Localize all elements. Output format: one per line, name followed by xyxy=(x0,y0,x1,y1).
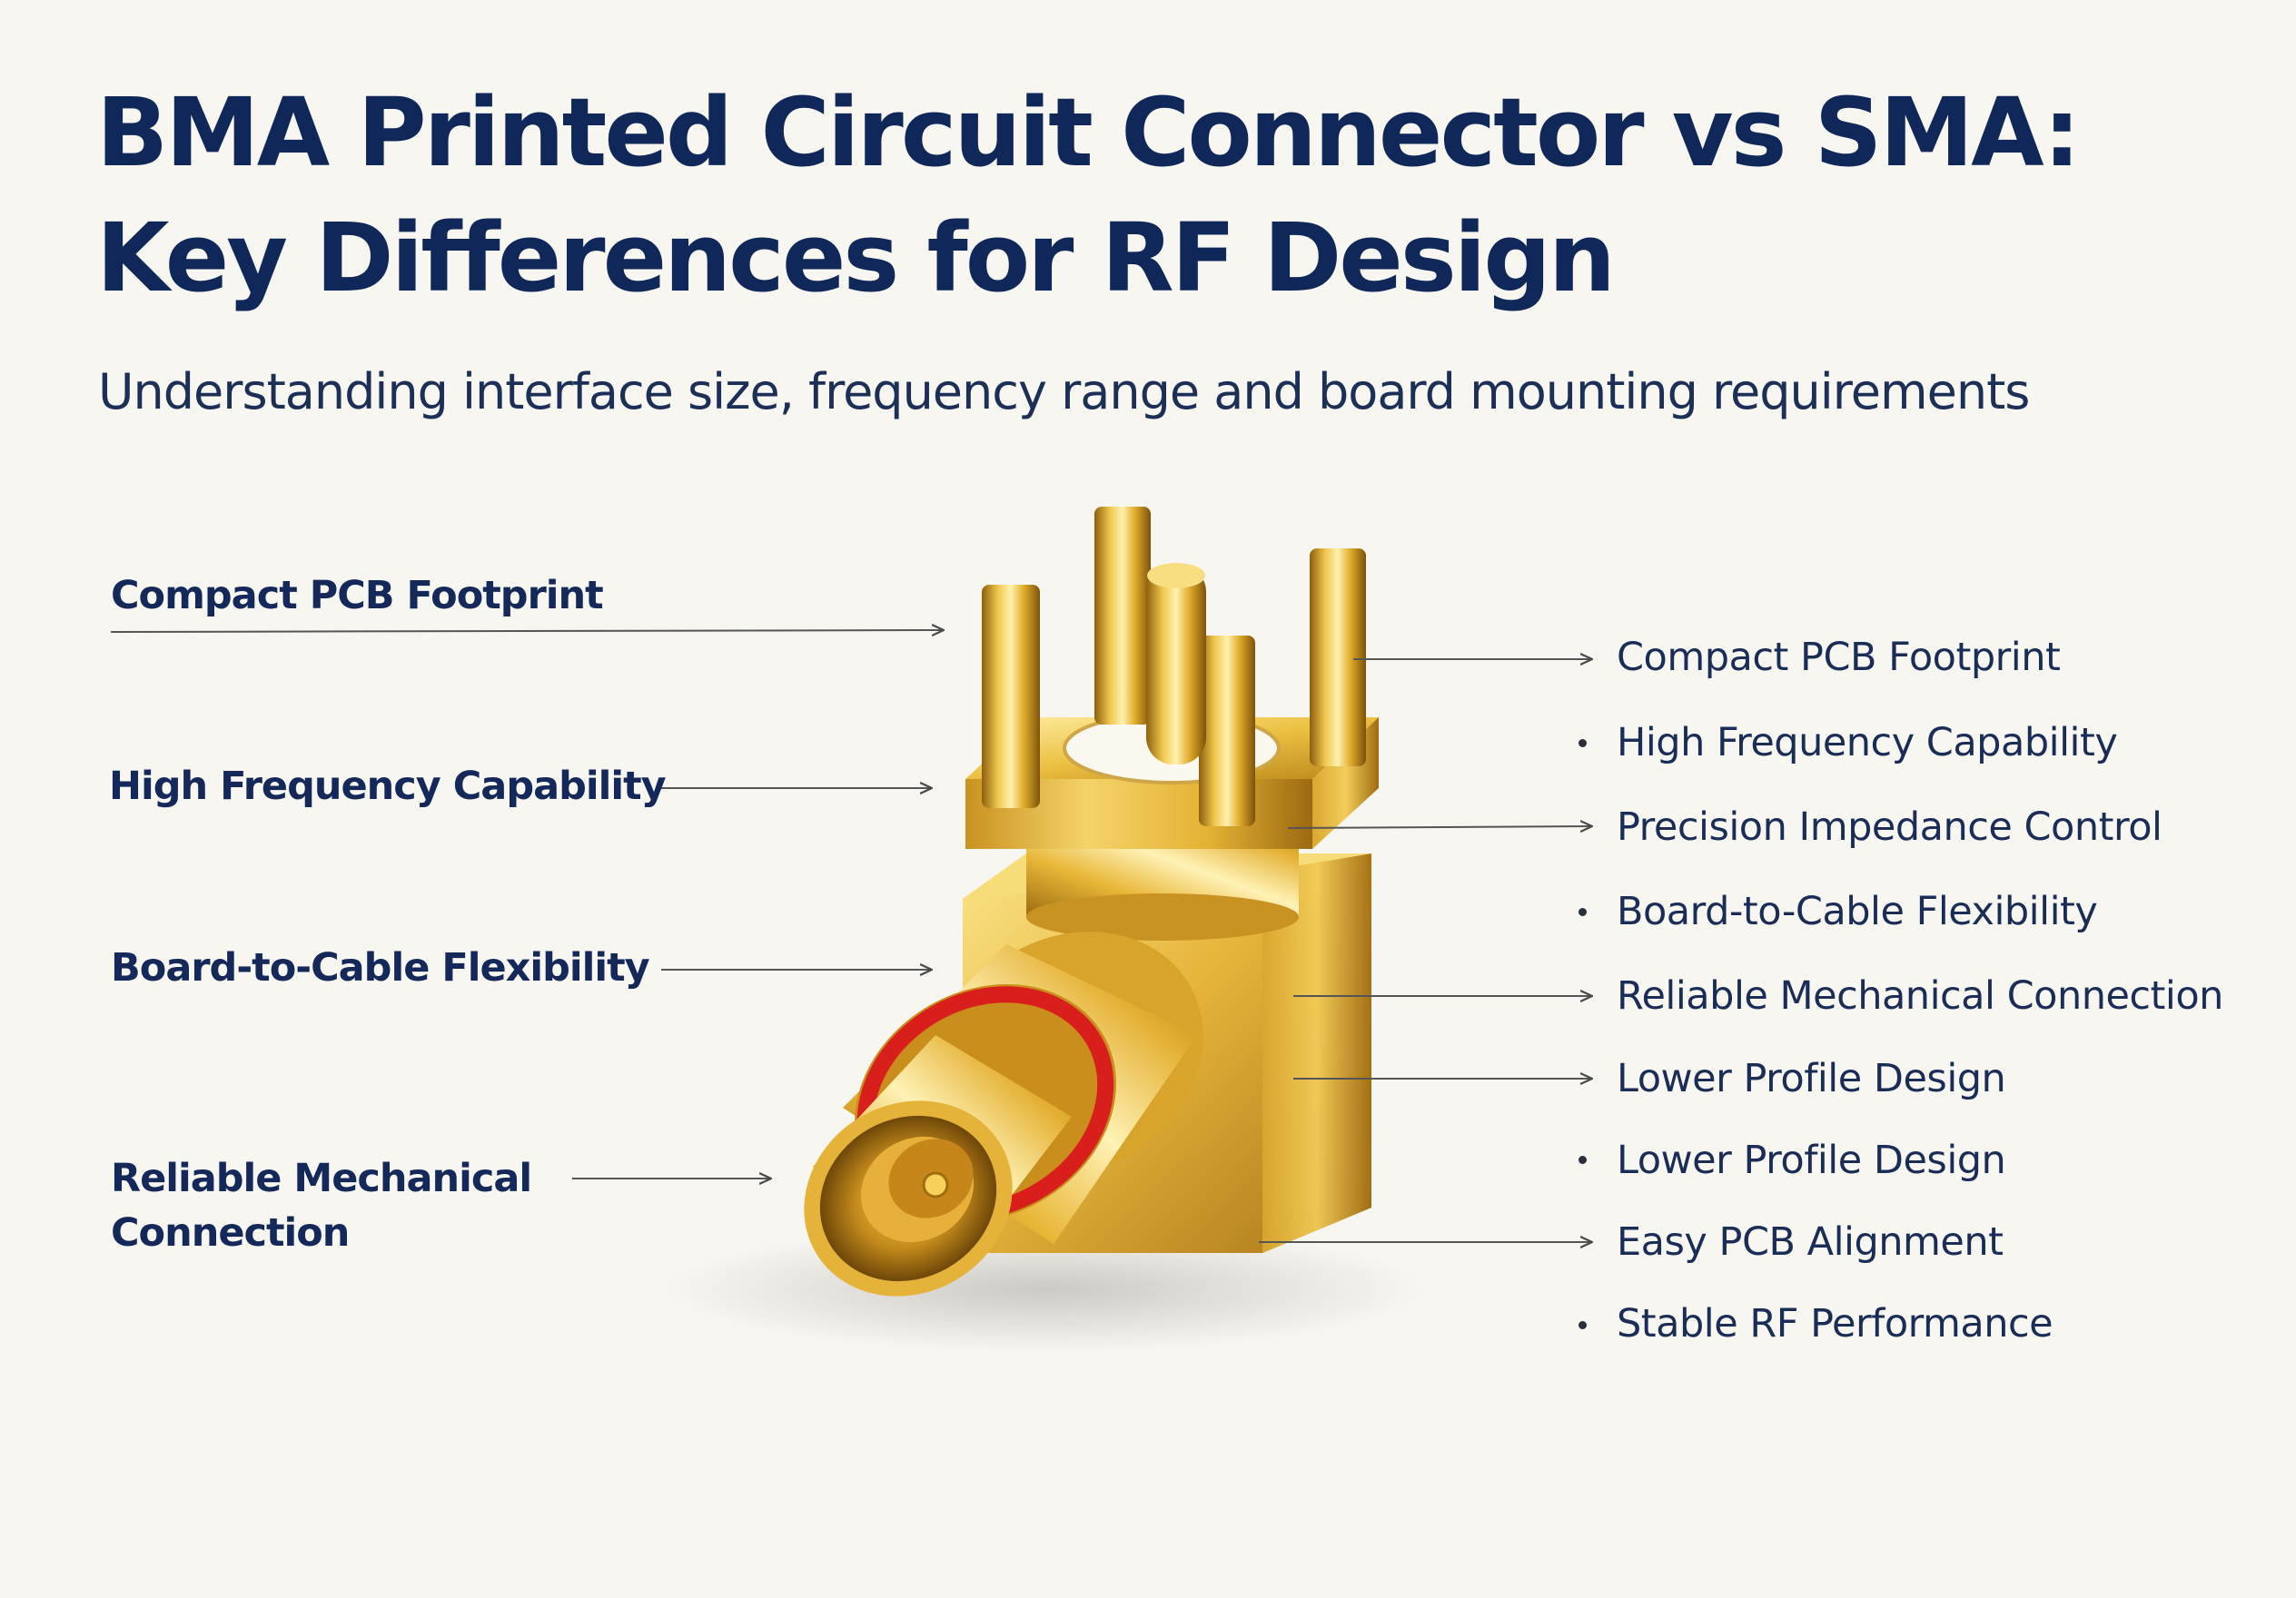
ground-pins xyxy=(982,507,1366,826)
right-leader-3 xyxy=(1287,826,1591,828)
right-callout-board-to-cable-flexibility: Board-to-Cable Flexibility xyxy=(1617,889,2098,934)
bullet-icon xyxy=(1578,739,1587,747)
bullet-icon xyxy=(1578,1156,1587,1164)
left-callout-high-frequency-capability: High Frequency Capability xyxy=(109,764,667,809)
subtitle: Understanding interface size, frequency … xyxy=(98,363,2030,420)
center-contact xyxy=(922,1171,949,1198)
title-line-2: Key Differences for RF Design xyxy=(96,202,1616,313)
coax-barrel xyxy=(804,932,1203,1297)
right-callout-lower-profile-design-2: Lower Profile Design xyxy=(1617,1138,2006,1183)
right-callout-precision-impedance-control: Precision Impedance Control xyxy=(1617,804,2162,850)
left-callout-compact-pcb-footprint: Compact PCB Footprint xyxy=(111,573,604,618)
right-callout-lower-profile-design: Lower Profile Design xyxy=(1617,1056,2006,1101)
right-callout-compact-pcb-footprint: Compact PCB Footprint xyxy=(1617,635,2061,680)
right-leader-lines xyxy=(1259,659,1591,1242)
left-callout-reliable-mechanical-line1: Reliable Mechanical xyxy=(111,1156,532,1201)
title-line-1: BMA Printed Circuit Connector vs SMA: xyxy=(96,77,2081,188)
left-leader-lines xyxy=(110,630,943,1179)
bullet-icon xyxy=(1578,1321,1587,1329)
right-callout-stable-rf-performance: Stable RF Performance xyxy=(1617,1301,2054,1346)
right-callout-reliable-mechanical-connection: Reliable Mechanical Connection xyxy=(1617,973,2223,1019)
left-callout-reliable-mechanical-line2: Connection xyxy=(111,1210,350,1256)
right-callout-high-frequency-capability: High Frequency Capability xyxy=(1617,720,2118,765)
right-callout-easy-pcb-alignment: Easy PCB Alignment xyxy=(1617,1219,2004,1265)
left-callout-board-to-cable-flexibility: Board-to-Cable Flexibility xyxy=(111,945,650,991)
bullet-icon xyxy=(1578,908,1587,916)
center-pin xyxy=(1146,563,1206,764)
left-leader-1 xyxy=(110,630,943,632)
